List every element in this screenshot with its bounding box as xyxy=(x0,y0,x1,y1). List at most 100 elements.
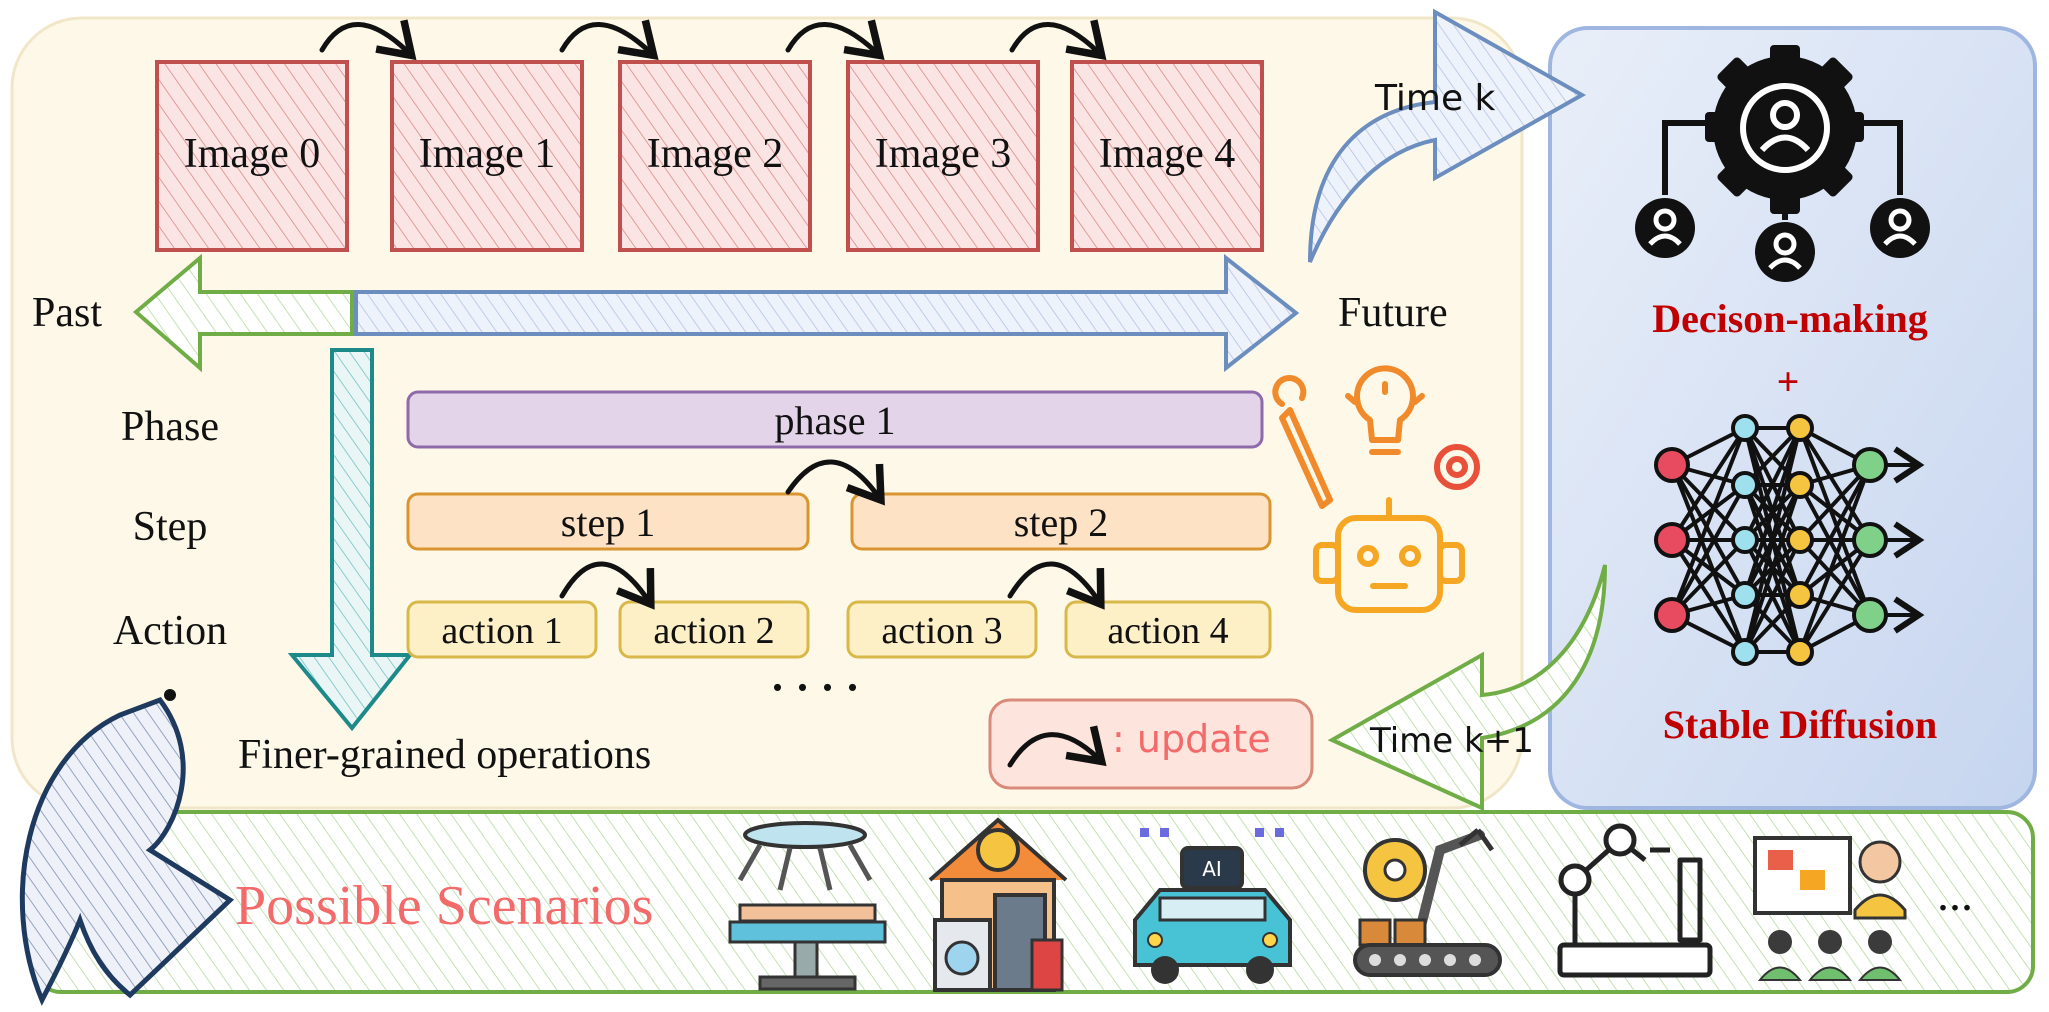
time-k-arrow xyxy=(1308,8,1587,263)
svg-text:AI: AI xyxy=(1202,857,1222,881)
teaching-presentation-icon xyxy=(1753,836,1907,981)
nn-edge xyxy=(1670,484,1747,616)
plus-sign: + xyxy=(1777,359,1800,404)
action-box-3 xyxy=(846,600,1038,659)
nn-node xyxy=(1786,526,1814,554)
finer-grained-label: Finer-grained operations xyxy=(238,732,651,778)
nn-node xyxy=(1731,581,1759,609)
image-frame-4: Image 4 xyxy=(1070,60,1264,252)
action-label-2: action 2 xyxy=(653,610,774,652)
scenarios-label: Possible Scenarios xyxy=(235,875,653,937)
phase-label: phase 1 xyxy=(774,398,895,443)
hierarchy-update-arrows xyxy=(559,459,1105,610)
nn-node xyxy=(1731,638,1759,666)
nn-edge xyxy=(1670,538,1747,654)
action-label-4: action 4 xyxy=(1107,610,1228,652)
finer-grained-down-arrow xyxy=(287,348,415,732)
past-label: Past xyxy=(32,290,102,336)
step-label-1: step 1 xyxy=(561,500,655,545)
image-label-2: Image 2 xyxy=(647,131,783,177)
action-box-2 xyxy=(618,600,810,659)
nn-node xyxy=(1852,447,1888,483)
nn-node xyxy=(1786,414,1814,442)
nn-node xyxy=(1852,597,1888,633)
surgical-robot-icon xyxy=(728,821,887,991)
nn-edge xyxy=(1670,426,1747,542)
update-arrow-icon xyxy=(559,19,659,61)
scenarios-curved-arrow xyxy=(19,697,235,1006)
robot-tools-icon xyxy=(1272,365,1480,613)
nn-node xyxy=(1852,522,1888,558)
nn-edge xyxy=(1798,427,1872,616)
action-label-3: action 3 xyxy=(881,610,1002,652)
nn-edge xyxy=(1743,484,1802,653)
step-bar-1 xyxy=(406,492,810,551)
image-frame-2: Image 2 xyxy=(618,60,812,252)
nn-edge xyxy=(1743,427,1802,541)
update-arrow-icon xyxy=(319,19,417,61)
update-arrow-icon xyxy=(1007,561,1105,610)
image-frame-1: Image 1 xyxy=(390,60,584,252)
nn-node xyxy=(1731,526,1759,554)
phase-bar xyxy=(406,390,1264,449)
nn-edge xyxy=(1670,427,1747,616)
lab-robot-arm-icon xyxy=(1557,823,1713,978)
row-label-action: Action xyxy=(113,608,227,654)
nn-node xyxy=(1786,638,1814,666)
scenarios-more: ... xyxy=(1937,868,1973,921)
nn-edge xyxy=(1670,464,1747,653)
nn-node xyxy=(1786,581,1814,609)
industrial-robot-icon xyxy=(1353,828,1502,977)
nn-edge xyxy=(1798,484,1872,616)
image-label-0: Image 0 xyxy=(184,131,320,177)
future-label: Future xyxy=(1338,290,1448,336)
autonomous-car-icon: AI xyxy=(1133,828,1292,984)
decision-making-label: Decison-making xyxy=(1652,296,1928,341)
hierarchy-ellipsis: .... xyxy=(770,637,870,703)
image-label-1: Image 1 xyxy=(419,131,555,177)
nn-edge xyxy=(1743,427,1802,596)
image-frame-3: Image 3 xyxy=(846,60,1040,252)
nn-node xyxy=(1731,471,1759,499)
image-frame-0: Image 0 xyxy=(155,60,349,252)
action-label-1: action 1 xyxy=(441,610,562,652)
smart-home-icon xyxy=(928,817,1068,992)
update-legend-label: : update xyxy=(1112,717,1271,761)
image-label-3: Image 3 xyxy=(875,131,1011,177)
nn-edge xyxy=(1670,464,1747,596)
nn-node xyxy=(1786,471,1814,499)
row-label-step: Step xyxy=(133,504,208,550)
update-arrow-icon xyxy=(785,19,885,61)
image-label-4: Image 4 xyxy=(1099,131,1235,177)
time-k1-label: Time k+1 xyxy=(1369,721,1534,761)
legend-update-arrow-icon xyxy=(1007,725,1107,768)
image-update-arrows xyxy=(319,19,1107,61)
nn-edge xyxy=(1798,538,1872,654)
action-box-1 xyxy=(406,600,598,659)
nn-node xyxy=(1731,414,1759,442)
update-arrow-icon xyxy=(559,561,655,610)
decision-making-icon xyxy=(1635,45,1930,282)
step-bar-2 xyxy=(850,492,1272,551)
time-k-label: Time k xyxy=(1374,78,1496,119)
nn-node xyxy=(1654,597,1690,633)
nn-edge xyxy=(1743,427,1802,653)
time-k1-arrow xyxy=(1327,564,1607,812)
update-arrow-icon xyxy=(785,459,885,506)
nn-node xyxy=(1654,522,1690,558)
past-arrow xyxy=(132,253,354,373)
step-label-2: step 2 xyxy=(1014,500,1108,545)
neural-network-icon xyxy=(1654,414,1925,666)
nn-edge xyxy=(1798,464,1872,596)
future-arrow xyxy=(354,253,1300,373)
nn-edge xyxy=(1743,539,1802,653)
nn-node xyxy=(1654,447,1690,483)
update-arrow-icon xyxy=(1009,19,1107,61)
row-label-phase: Phase xyxy=(121,404,219,450)
nn-edge xyxy=(1798,464,1872,653)
nn-edge xyxy=(1798,426,1872,542)
action-box-4 xyxy=(1064,600,1272,659)
stable-diffusion-label: Stable Diffusion xyxy=(1663,702,1938,747)
